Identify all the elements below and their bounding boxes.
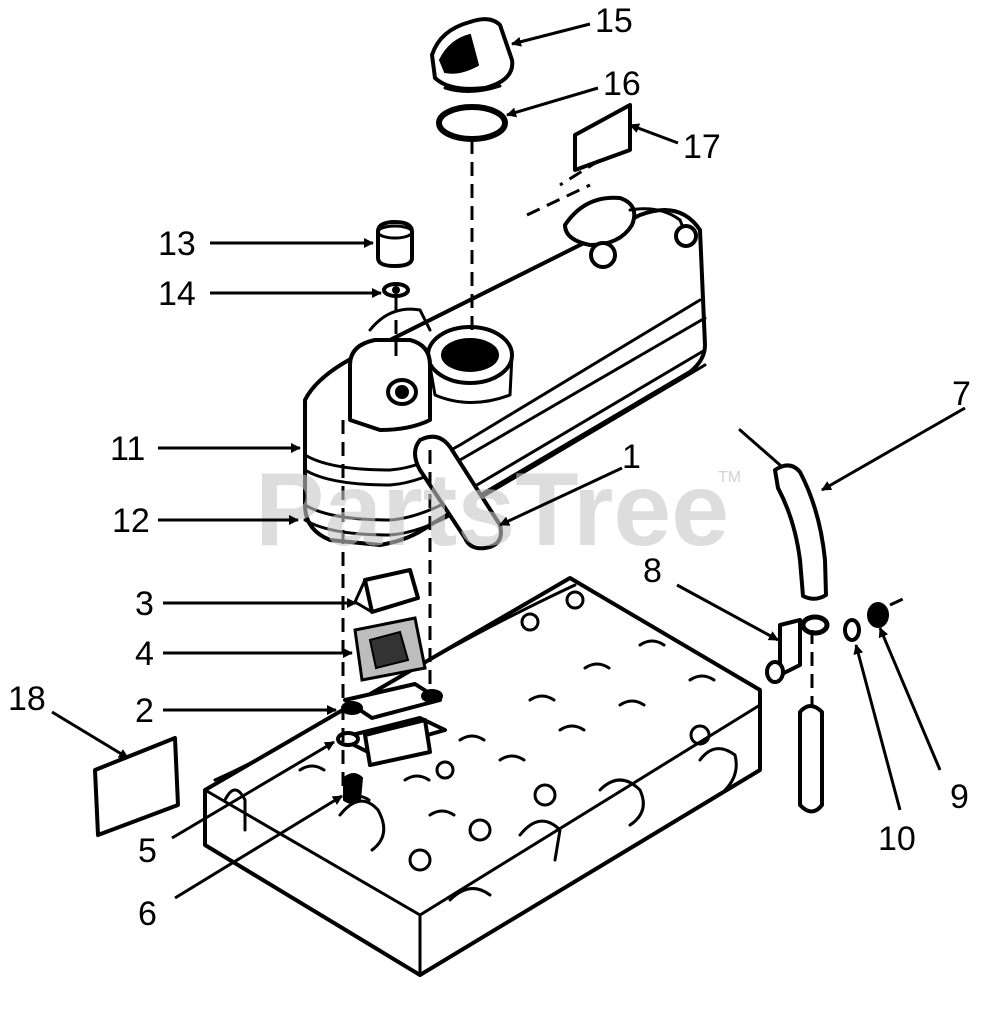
nut-13 <box>376 220 414 268</box>
decal-label-17 <box>573 103 632 172</box>
callout-18: 18 <box>8 680 46 718</box>
callout-2: 2 <box>135 692 154 730</box>
tube-lower <box>798 704 824 814</box>
decal-label-18 <box>93 736 180 837</box>
breather-cover-3 <box>363 568 420 614</box>
oil-fill-cap <box>430 17 515 93</box>
callout-labels: 15 16 17 13 14 7 11 1 12 8 3 4 18 2 9 5 … <box>8 2 971 933</box>
callout-7: 7 <box>952 375 971 413</box>
callout-6: 6 <box>138 895 157 933</box>
callout-10: 10 <box>878 820 916 858</box>
oil-cap-o-ring <box>436 104 508 142</box>
callout-3: 3 <box>135 585 154 623</box>
cylinder-head <box>203 576 762 977</box>
watermark-trademark: TM <box>718 469 741 486</box>
breather-valve-stack <box>336 568 447 804</box>
watermark-text: PartsTree <box>255 452 729 568</box>
breather-hose <box>413 434 503 551</box>
washer-10 <box>843 618 861 642</box>
clip-8 <box>778 618 802 677</box>
callout-4: 4 <box>135 635 154 673</box>
leader-lines <box>51 22 966 900</box>
callout-15: 15 <box>595 2 633 40</box>
callout-13: 13 <box>158 225 196 263</box>
callout-17: 17 <box>683 128 721 166</box>
valve-cover <box>303 195 707 547</box>
breather-tube-7 <box>773 463 828 601</box>
nut-9 <box>867 602 889 628</box>
callout-8: 8 <box>643 552 662 590</box>
callout-9: 9 <box>950 778 969 816</box>
screw-6 <box>343 773 364 804</box>
callout-12: 12 <box>112 502 150 540</box>
callout-14: 14 <box>158 275 196 313</box>
callout-1: 1 <box>622 438 641 476</box>
callout-11: 11 <box>110 430 145 468</box>
callout-16: 16 <box>603 65 641 103</box>
callout-5: 5 <box>138 832 157 870</box>
